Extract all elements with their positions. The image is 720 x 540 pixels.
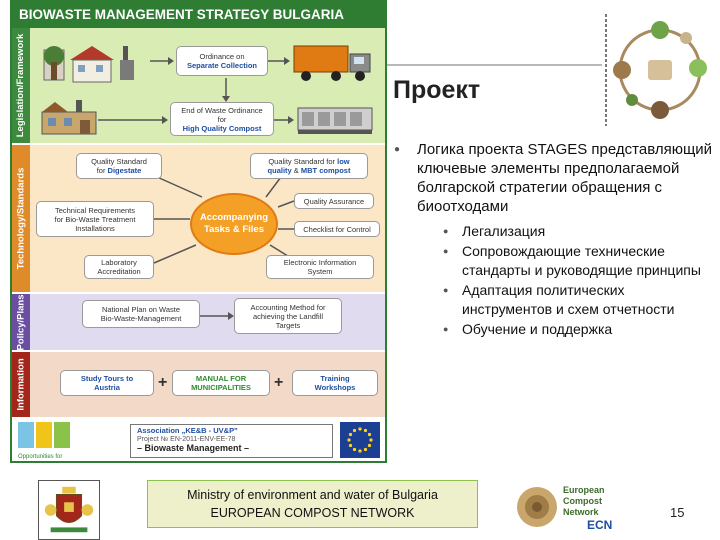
ecn-text-european: European — [563, 485, 605, 495]
strategy-diagram: BIOWASTE MANAGEMENT STRATEGY BULGARIA Le… — [10, 0, 387, 463]
coat-of-arms-icon — [38, 480, 100, 540]
quality-assurance-box: Quality Assurance — [294, 193, 374, 209]
technology-band: Technology/Standards Quality Standard fo… — [12, 145, 385, 292]
diagram-title: BIOWASTE MANAGEMENT STRATEGY BULGARIA — [12, 2, 385, 28]
truck-icon — [293, 45, 371, 81]
footer-network: EUROPEAN COMPOST NETWORK — [210, 506, 415, 520]
ecn-logo-icon: European Compost Network ECN — [517, 481, 617, 533]
legislation-band-label: Legislation/Framework — [15, 33, 27, 138]
partner-logo-icon — [18, 422, 70, 448]
policy-arrow — [200, 312, 234, 320]
information-band-label: Information — [15, 358, 27, 411]
technical-requirements-box: Technical Requirements for Bio-Waste Tre… — [36, 201, 154, 237]
compost-machine-icon — [297, 107, 373, 134]
bullet-list: Логика проекта STAGES представляющий клю… — [394, 140, 714, 339]
national-plan-box: National Plan on Waste Bio-Waste-Managem… — [82, 300, 200, 328]
training-workshops-box: Training Workshops — [292, 370, 378, 396]
composting-cycle-illustration — [602, 10, 710, 130]
electronic-information-system-box: Electronic Information System — [266, 255, 374, 279]
ecn-text-compost: Compost — [563, 496, 602, 506]
sub-bullet: Адаптация политических инструментов и сх… — [443, 281, 714, 319]
quality-standard-compost-box: Quality Standard for low quality & MBT c… — [250, 153, 368, 179]
ecn-abbr: ECN — [587, 518, 612, 532]
study-tours-box: Study Tours to Austria — [60, 370, 154, 396]
ecn-text-network: Network — [563, 507, 600, 517]
policy-band: Policy/Plans National Plan on Waste Bio-… — [12, 294, 385, 350]
technology-band-label: Technology/Standards — [15, 167, 27, 270]
main-bullet: Логика проекта STAGES представляющий клю… — [394, 140, 714, 339]
plus-sign: + — [158, 374, 168, 391]
footer-ministry: Ministry of environment and water of Bul… — [187, 488, 438, 502]
laboratory-accreditation-box: Laboratory Accreditation — [84, 255, 154, 279]
information-band: Information Study Tours to Austria + MAN… — [12, 352, 385, 417]
flow-arrows — [98, 57, 294, 124]
opportunities-text: Opportunities for — [18, 454, 63, 460]
plus-sign: + — [274, 374, 284, 391]
ordinance-separate-collection-box: Ordinance on Separate Collection — [176, 46, 268, 76]
factory-icon — [41, 100, 97, 135]
logo-strip: Opportunities for Association „KE&B - UV… — [12, 419, 385, 461]
checklist-control-box: Checklist for Control — [294, 221, 380, 237]
house-icon — [43, 46, 134, 83]
manual-municipalities-box: MANUAL FOR MUNICIPALITIES — [172, 370, 270, 396]
sub-bullet: Легализация — [443, 222, 714, 241]
sub-bullet-list: Легализация Сопровождающие технические с… — [443, 222, 714, 339]
accompanying-tasks-center: Accompanying Tasks & Files — [190, 193, 278, 255]
eu-flag-icon — [340, 422, 380, 458]
policy-band-label: Policy/Plans — [15, 294, 27, 350]
page-number: 15 — [670, 505, 685, 520]
accounting-method-box: Accounting Method for achieving the Land… — [234, 298, 342, 334]
footer-box: Ministry of environment and water of Bul… — [147, 480, 478, 528]
title-rule — [387, 64, 607, 66]
slide-title: Проект — [393, 76, 481, 104]
legislation-band: Legislation/Framework — [12, 28, 385, 143]
sub-bullet: Сопровождающие технические стандарты и р… — [443, 242, 714, 280]
end-of-waste-ordinance-box: End of Waste Ordinance for High Quality … — [170, 102, 274, 136]
association-box: Association „KE&B - UV&P" Project № EN-2… — [130, 424, 333, 458]
sub-bullet: Обучение и поддержка — [443, 320, 714, 339]
quality-standard-digestate-box: Quality Standard for Digestate — [76, 153, 162, 179]
